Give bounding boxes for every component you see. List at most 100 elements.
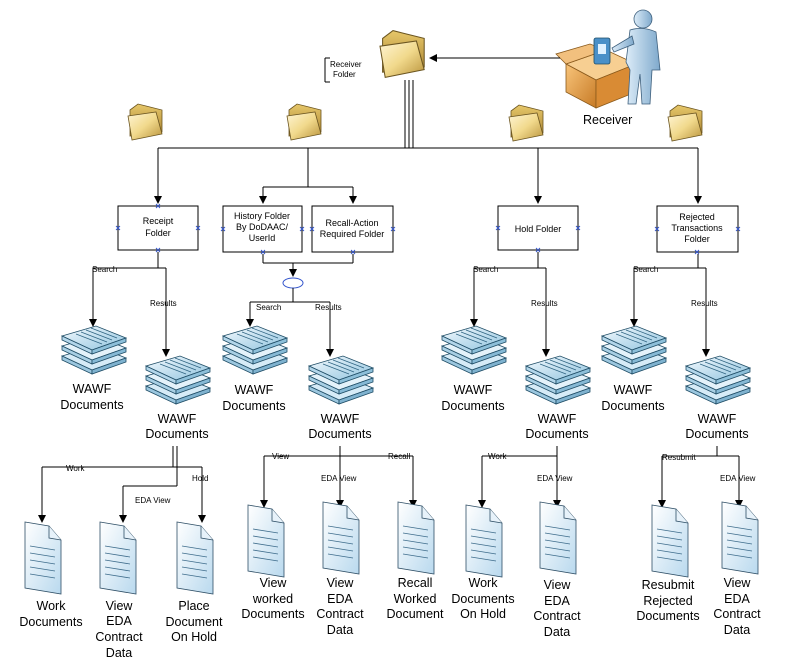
receipt-folder-icon	[127, 103, 163, 141]
receipt-search-stack-line2: Documents	[60, 398, 123, 412]
receipt-folder-box: Receipt Folder	[117, 205, 199, 251]
history-search-stack-line1: WAWF	[235, 383, 274, 397]
rejected-view-eda-line4: Data	[724, 623, 750, 637]
work-on-hold-line2: Documents	[451, 592, 514, 606]
recall-folder-box: Recall-Action Required Folder	[311, 205, 394, 253]
receipt-results-stack-line2: Documents	[145, 427, 208, 441]
hold-folder-icon	[508, 104, 544, 142]
hold-search-label: Search	[473, 265, 498, 274]
history-folder-line1: History Folder	[234, 211, 290, 221]
rejected-actions-connectors	[658, 446, 743, 508]
rejected-results-label: Results	[691, 299, 718, 308]
rejected-folder-line1: Rejected	[679, 212, 715, 222]
hold-search-results-connectors	[470, 252, 550, 357]
history-view-eda-line1: View	[327, 576, 355, 590]
hold-folder-box: Hold Folder	[497, 205, 579, 251]
place-hold-line2: Document	[166, 615, 223, 629]
recall-worked-line2: Worked	[394, 592, 437, 606]
history-recall-label: Recall	[388, 452, 410, 461]
main-trunk	[158, 80, 698, 149]
history-view-label: View	[272, 452, 289, 461]
receiver-person-icon	[555, 9, 661, 109]
history-view-eda-line3: Contract	[316, 607, 364, 621]
history-folder-line2: By DoDAAC/	[236, 222, 289, 232]
work-documents-line1: Work	[37, 599, 67, 613]
work-on-hold-line3: On Hold	[460, 607, 506, 621]
rejected-edaview-label: EDA View	[720, 474, 756, 483]
hold-view-eda-line4: Data	[544, 625, 570, 639]
receipt-view-eda-line4: Data	[106, 646, 132, 660]
rejected-search-stack-line1: WAWF	[614, 383, 653, 397]
hold-actions-connectors	[478, 446, 561, 508]
resubmit-rejected-line1: Resubmit	[642, 578, 695, 592]
history-search-label: Search	[256, 303, 281, 312]
history-results-label: Results	[315, 303, 342, 312]
history-folder-line3: UserId	[249, 233, 276, 243]
receipt-results-stack-line1: WAWF	[158, 412, 197, 426]
receipt-hold-label: Hold	[192, 474, 208, 483]
history-view-eda-line4: Data	[327, 623, 353, 637]
view-worked-line2: worked	[252, 592, 293, 606]
receipt-edaview-label: EDA View	[135, 496, 171, 505]
recall-worked-icon	[397, 501, 435, 575]
recall-worked-line1: Recall	[398, 576, 433, 590]
receipt-search-stack-line1: WAWF	[73, 382, 112, 396]
rejected-search-label: Search	[633, 265, 658, 274]
receipt-search-label: Search	[92, 265, 117, 274]
rejected-folder-icon	[667, 104, 703, 142]
receiver-label: Receiver	[583, 113, 632, 127]
hold-results-stack-icon	[525, 355, 591, 405]
history-edaview-label: EDA View	[321, 474, 357, 483]
receipt-search-stack-icon	[61, 325, 127, 375]
rejected-folder-line2: Transactions	[671, 223, 723, 233]
hold-edaview-label: EDA View	[537, 474, 573, 483]
history-results-stack-line1: WAWF	[321, 412, 360, 426]
rejected-results-stack-line2: Documents	[685, 427, 748, 441]
place-hold-line1: Place	[178, 599, 209, 613]
rejected-view-eda-icon	[721, 501, 759, 575]
receipt-folder-line2: Folder	[145, 228, 171, 238]
hold-search-stack-line1: WAWF	[454, 383, 493, 397]
rejected-results-stack-line1: WAWF	[698, 412, 737, 426]
work-on-hold-icon	[465, 504, 503, 578]
place-hold-line3: On Hold	[171, 630, 217, 644]
receipt-work-label: Work	[66, 464, 86, 473]
hold-view-eda-line3: Contract	[533, 609, 581, 623]
receiver-folder-label: Receiver Folder	[324, 57, 362, 83]
receipt-results-stack-icon	[145, 355, 211, 405]
rejected-folder-line3: Folder	[684, 234, 710, 244]
receipt-view-eda-line2: EDA	[106, 614, 132, 628]
recall-folder-line1: Recall-Action	[325, 218, 378, 228]
rejected-search-results-connectors	[630, 254, 710, 357]
work-documents-icon	[24, 521, 62, 595]
resubmit-rejected-line3: Documents	[636, 609, 699, 623]
recall-folder-line2: Required Folder	[320, 229, 385, 239]
view-worked-line3: Documents	[241, 607, 304, 621]
rejected-results-stack-icon	[685, 355, 751, 405]
work-on-hold-line1: Work	[469, 576, 499, 590]
rejected-resubmit-label: Resubmit	[662, 453, 697, 462]
receiver-folder-label-line2: Folder	[333, 70, 356, 79]
history-view-eda-icon	[322, 501, 360, 575]
receipt-actions-connectors	[38, 446, 206, 523]
hold-search-stack-line2: Documents	[441, 399, 504, 413]
rejected-view-eda-line1: View	[724, 576, 752, 590]
receipt-results-label: Results	[150, 299, 177, 308]
receipt-view-eda-line3: Contract	[95, 630, 143, 644]
hold-results-label: Results	[531, 299, 558, 308]
history-view-eda-line2: EDA	[327, 592, 353, 606]
history-results-stack-icon	[308, 355, 374, 405]
rejected-view-eda-line2: EDA	[724, 592, 750, 606]
hold-view-eda-line2: EDA	[544, 594, 570, 608]
hold-results-stack-line1: WAWF	[538, 412, 577, 426]
hold-search-stack-icon	[441, 325, 507, 375]
hold-view-eda-line1: View	[544, 578, 572, 592]
hold-view-eda-icon	[539, 501, 577, 575]
hold-folder-line1: Hold Folder	[515, 224, 562, 234]
resubmit-rejected-icon	[651, 504, 689, 578]
receipt-search-results-connectors	[89, 252, 170, 357]
history-merge-connectors	[246, 254, 354, 357]
connection-points	[115, 203, 741, 255]
view-worked-icon	[247, 504, 285, 578]
